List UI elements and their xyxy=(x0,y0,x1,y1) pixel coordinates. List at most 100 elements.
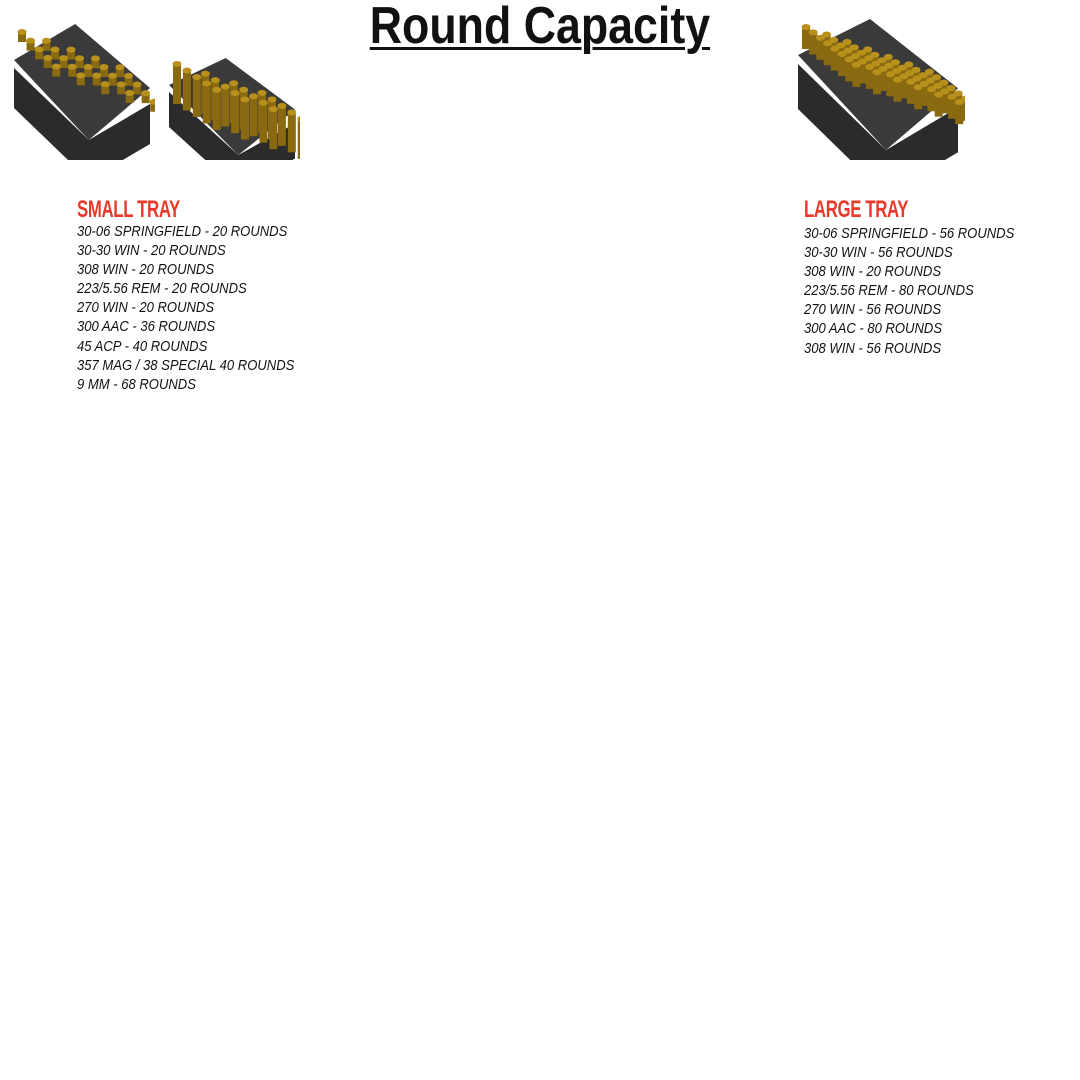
cartridge-head xyxy=(871,60,881,67)
cartridge-head xyxy=(884,62,894,69)
cartridge-head xyxy=(287,109,297,116)
cartridge-head xyxy=(870,51,880,58)
cartridge-head xyxy=(918,72,928,79)
cartridge xyxy=(830,48,839,71)
list-item: 308 WIN - 56 ROUNDS xyxy=(804,340,942,357)
cartridge-head xyxy=(893,76,903,83)
cartridge xyxy=(101,84,110,95)
cartridge-head xyxy=(239,86,249,93)
cartridge-head xyxy=(911,66,921,73)
cartridge-head xyxy=(898,64,908,71)
cartridge-head xyxy=(240,96,250,103)
cartridge-head xyxy=(59,55,69,62)
cartridge-head xyxy=(883,53,893,60)
list-item: 30-30 WIN - 56 ROUNDS xyxy=(804,245,953,262)
list-item: 308 WIN - 20 ROUNDS xyxy=(804,264,942,281)
cartridge-head xyxy=(99,64,109,71)
list-item: 223/5.56 REM - 20 ROUNDS xyxy=(77,281,247,298)
cartridge-head xyxy=(132,81,142,88)
cartridge xyxy=(35,49,44,60)
cartridge-head xyxy=(34,46,44,53)
cartridge-head xyxy=(267,96,277,103)
cartridge xyxy=(259,102,268,143)
cartridge xyxy=(823,43,832,66)
tray-body xyxy=(169,92,295,160)
cartridge-head xyxy=(67,63,77,70)
cartridge xyxy=(287,112,296,153)
cartridge-head xyxy=(108,72,118,79)
cartridge-head xyxy=(212,86,222,93)
list-item: 308 WIN - 20 ROUNDS xyxy=(77,262,215,279)
cartridge xyxy=(91,58,100,69)
list-item: 270 WIN - 20 ROUNDS xyxy=(77,300,215,317)
cartridge-head xyxy=(844,56,854,63)
cartridge xyxy=(927,89,936,112)
cartridge xyxy=(297,118,300,159)
cartridge xyxy=(115,67,124,78)
list-item: 45 ACP - 40 ROUNDS xyxy=(77,338,208,355)
cartridge xyxy=(906,81,915,104)
cartridge xyxy=(241,99,250,140)
cartridge-head xyxy=(268,106,278,113)
large-tray-image xyxy=(798,19,965,160)
cartridge-head xyxy=(829,36,839,43)
cartridge-head xyxy=(940,88,950,95)
cartridge-head xyxy=(230,90,240,97)
cartridge-head xyxy=(905,70,915,77)
cartridge-head xyxy=(815,34,825,41)
cartridge-head xyxy=(864,55,874,62)
cartridge-head xyxy=(865,63,875,70)
cartridge xyxy=(802,27,810,49)
cartridge-head xyxy=(220,83,230,90)
large-tray-heading: LARGE TRAY xyxy=(804,196,909,223)
cartridge xyxy=(231,93,240,134)
cartridge-head xyxy=(17,29,27,35)
cartridge-head xyxy=(297,116,300,122)
cartridge xyxy=(84,66,93,77)
cartridge xyxy=(948,96,957,119)
cartridge-head xyxy=(66,46,76,53)
cartridge xyxy=(68,66,77,77)
cartridge-head xyxy=(837,51,847,57)
cartridge-head xyxy=(258,99,268,106)
cartridge xyxy=(173,64,181,104)
cartridge xyxy=(269,109,278,150)
cartridge xyxy=(92,75,101,86)
cartridge-head xyxy=(912,75,922,82)
small-tray-stacked-image xyxy=(14,24,155,160)
cartridge xyxy=(914,87,923,110)
cartridge xyxy=(100,67,109,78)
cartridge-head xyxy=(200,70,210,77)
tray-body xyxy=(14,68,150,160)
cartridge xyxy=(26,40,35,51)
cartridge xyxy=(845,59,854,82)
cartridge-head xyxy=(92,72,102,79)
cartridge xyxy=(872,72,881,95)
cartridge-head xyxy=(125,89,135,96)
cartridge xyxy=(893,79,902,102)
cartridge xyxy=(43,57,52,68)
cartridge-head xyxy=(149,98,155,105)
cartridge-head xyxy=(924,68,934,75)
cartridge xyxy=(18,32,26,42)
list-item: 300 AAC - 80 ROUNDS xyxy=(804,321,943,338)
cartridge xyxy=(886,74,895,97)
cartridge-head xyxy=(257,89,267,96)
cartridge-head xyxy=(926,86,936,93)
cartridge-head xyxy=(851,61,861,68)
cartridge-head xyxy=(904,61,914,68)
cartridge xyxy=(141,93,150,104)
list-item: 30-06 SPRINGFIELD - 20 ROUNDS xyxy=(77,224,288,240)
cartridge-head xyxy=(192,73,202,80)
cartridge-head xyxy=(26,37,36,44)
cartridge-head xyxy=(842,38,852,45)
cartridge-head xyxy=(850,53,860,60)
cartridge xyxy=(108,75,117,86)
cartridge-head xyxy=(899,73,909,80)
cartridge xyxy=(182,70,191,111)
cartridge-head xyxy=(277,102,287,109)
cartridge-head xyxy=(872,69,882,76)
cartridge-head xyxy=(141,90,151,97)
cartridge xyxy=(955,102,964,125)
cartridge xyxy=(75,58,84,69)
